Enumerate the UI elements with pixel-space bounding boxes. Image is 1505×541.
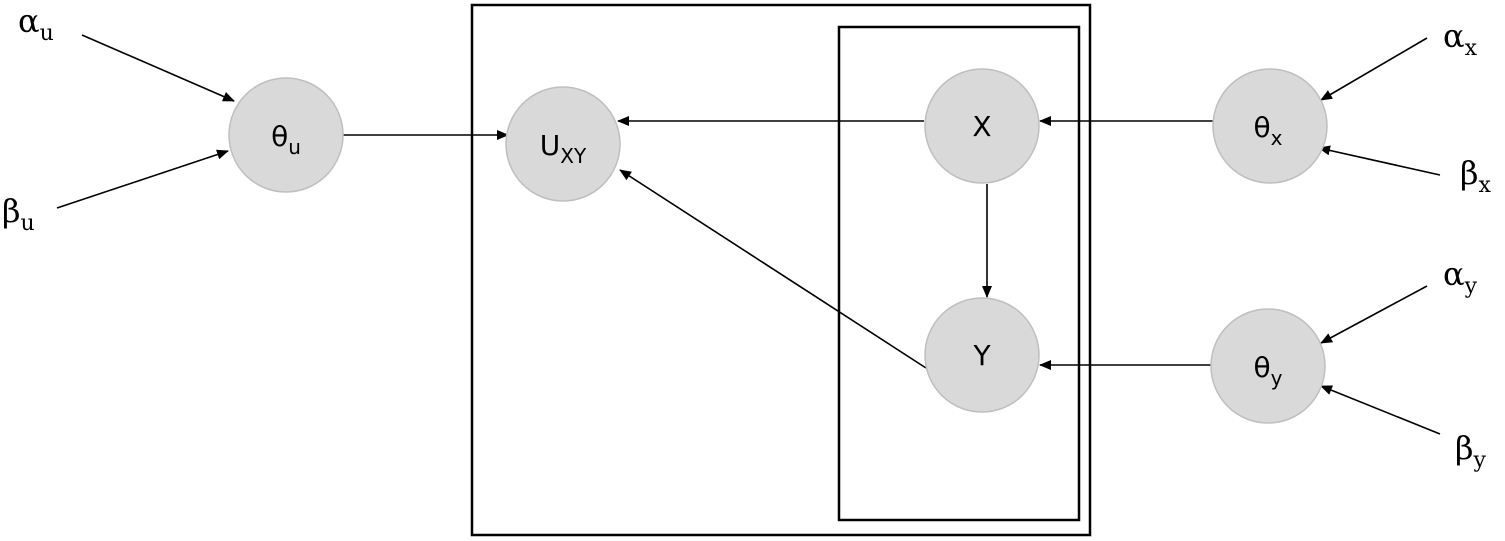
node-y-label: Y (972, 339, 991, 372)
node-theta-x: θx (1212, 68, 1328, 184)
edge-beta-u-theta-u (56, 149, 229, 209)
beta-x-subscript: x (1479, 173, 1492, 198)
label-alpha-u: αu (18, 2, 54, 46)
node-y: Y (924, 297, 1040, 413)
node-theta-u-label: θ (271, 120, 288, 153)
edge-beta-x-theta-x (1318, 145, 1441, 176)
beta-y-subscript: y (1473, 448, 1487, 473)
edge-alpha-u-theta-u (81, 34, 235, 102)
alpha-y-symbol: α (1443, 255, 1465, 293)
node-theta-y-label: θ (1254, 351, 1271, 384)
node-theta-u-subscript: u (288, 135, 301, 159)
label-beta-y: βy (1455, 429, 1487, 473)
outer-plate (470, 3, 1092, 537)
node-x: X (924, 68, 1040, 184)
label-alpha-x: αx (1443, 17, 1478, 61)
alpha-u-subscript: u (40, 21, 54, 46)
label-beta-u: βu (2, 192, 35, 236)
svg-text:UXY: UXY (540, 129, 587, 168)
node-u-xy-subscript: XY (560, 144, 587, 168)
edge-alpha-x-theta-x (1320, 37, 1428, 101)
node-theta-u: θu (228, 77, 344, 193)
node-u-xy-label: U (540, 129, 561, 162)
edge-beta-y-theta-y (1320, 385, 1441, 435)
alpha-x-subscript: x (1465, 36, 1478, 61)
label-alpha-y: αy (1443, 255, 1478, 299)
node-u-xy: UXY (505, 86, 621, 202)
edge-alpha-y-theta-y (1320, 285, 1428, 344)
alpha-x-symbol: α (1443, 17, 1465, 55)
node-theta-x-subscript: x (1271, 126, 1283, 150)
svg-text:θy: θy (1254, 351, 1283, 390)
svg-text:θu: θu (271, 120, 301, 159)
beta-y-symbol: β (1455, 429, 1474, 467)
inner-plate (837, 25, 1081, 522)
svg-text:θx: θx (1254, 111, 1283, 150)
node-theta-y-subscript: y (1271, 366, 1283, 390)
edge-y-u-xy (619, 169, 927, 369)
alpha-u-symbol: α (18, 2, 40, 40)
beta-u-symbol: β (2, 192, 21, 230)
beta-u-subscript: u (21, 211, 35, 236)
node-theta-y: θy (1210, 308, 1326, 424)
beta-x-symbol: β (1460, 154, 1479, 192)
label-beta-x: βx (1460, 154, 1492, 198)
node-theta-x-label: θ (1254, 111, 1271, 144)
alpha-y-subscript: y (1464, 274, 1478, 299)
node-x-label: X (972, 110, 991, 143)
